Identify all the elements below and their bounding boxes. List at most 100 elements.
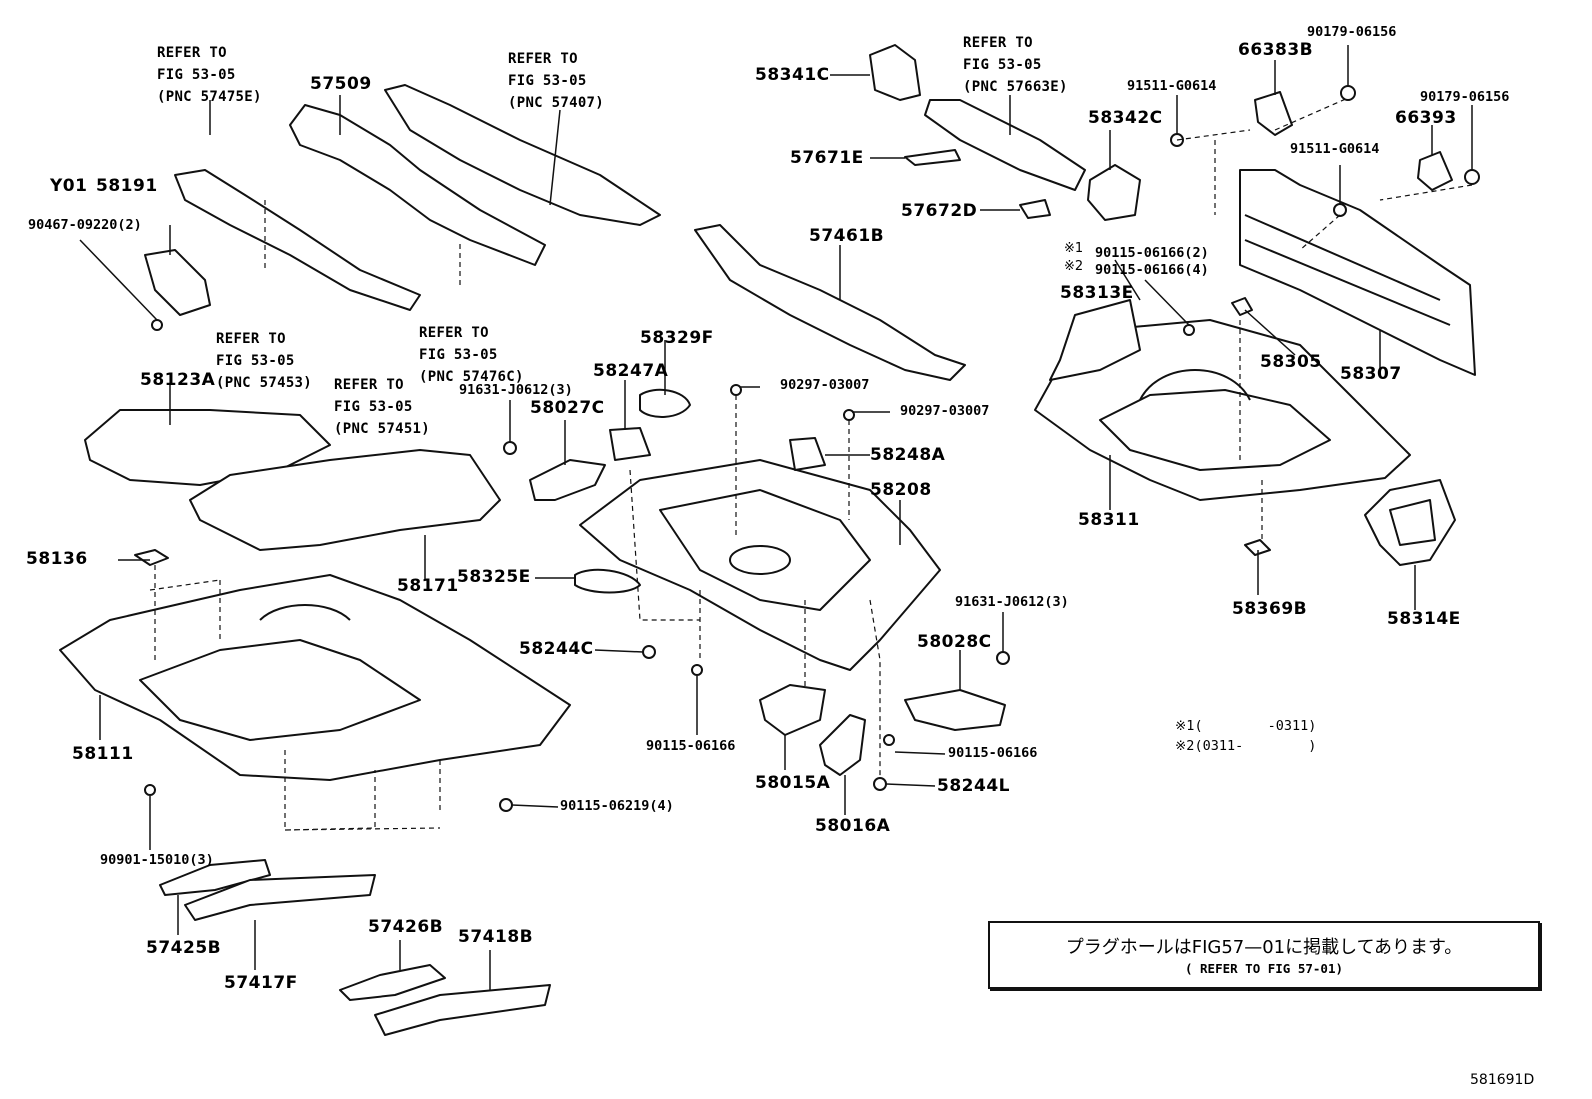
bracket-58016a [819, 714, 866, 776]
part-label-58311: 58311 [1078, 510, 1140, 530]
refer-57476c-line1: REFER TO [419, 325, 489, 341]
refer-57407-line2: FIG 53-05 [508, 73, 587, 89]
bracket-58305 [1231, 297, 1253, 316]
bracket-58191 [144, 249, 211, 316]
refer-57663e: REFER TO FIG 53-05 (PNC 57663E) [963, 32, 1068, 98]
leader-lines [79, 45, 1473, 990]
refer-57451-line2: FIG 53-05 [334, 399, 413, 415]
member-upper-right [924, 99, 1086, 191]
bracket-58342c [1087, 164, 1141, 221]
part-label-90115-4: 90115-06166(4) [1095, 262, 1209, 278]
reinforcement-57425b [159, 859, 271, 896]
bolt-90901 [144, 784, 156, 796]
bolt-91511-b [1333, 203, 1347, 217]
member-58191-long [174, 169, 421, 311]
part-label-58313e: 58313E [1060, 283, 1134, 303]
part-label-90115-2: 90115-06166(2) [1095, 245, 1209, 261]
part-label-58028c: 58028C [917, 632, 992, 652]
clip-58244c [642, 645, 656, 659]
refer-57663e-line2: FIG 53-05 [963, 57, 1042, 73]
rear-panel [1239, 169, 1476, 376]
part-label-58027c: 58027C [530, 398, 605, 418]
part-label-91511-a: 91511-G0614 [1127, 78, 1217, 94]
part-label-57672d: 57672D [901, 201, 978, 221]
part-label-58191: 58191 [96, 176, 158, 196]
grommet-58329f [639, 388, 691, 418]
part-label-57425b: 57425B [146, 938, 222, 958]
refer-57453: REFER TO FIG 53-05 (PNC 57453) [216, 328, 312, 394]
part-label-90297-a: 90297-03007 [780, 377, 870, 393]
part-label-58015a: 58015A [755, 773, 831, 793]
member-57461b [694, 224, 966, 381]
member-58341c [869, 44, 921, 101]
refer-57453-line3: (PNC 57453) [216, 375, 313, 391]
refer-57451-line1: REFER TO [334, 377, 404, 393]
part-label-58329f: 58329F [640, 328, 714, 348]
bolt-90115-center [691, 664, 703, 676]
part-label-58111: 58111 [72, 744, 134, 764]
center-floor-58208 [579, 459, 941, 671]
bolt-90297-a [730, 384, 742, 396]
part-label-y01: Y01 [50, 176, 88, 196]
mount-58247a [609, 427, 651, 461]
plug-hole-note-box: プラグホールはFIG57—01に掲載してあります。 ( REFER TO FIG… [988, 921, 1540, 989]
part-label-90901: 90901-15010(3) [100, 852, 214, 868]
bolt-90467 [151, 319, 163, 331]
part-label-58369b: 58369B [1232, 599, 1308, 619]
part-label-57671e: 57671E [790, 148, 864, 168]
part-label-58208: 58208 [870, 480, 932, 500]
refer-57451: REFER TO FIG 53-05 (PNC 57451) [334, 374, 430, 440]
part-label-58016a: 58016A [815, 816, 891, 836]
refer-57663e-line1: REFER TO [963, 35, 1033, 51]
part-label-58244c: 58244C [519, 639, 594, 659]
front-floor-58123a [84, 409, 331, 486]
bracket-58028c [904, 689, 1006, 731]
part-label-58244l: 58244L [937, 776, 1010, 796]
refer-57407-line3: (PNC 57407) [508, 95, 605, 111]
part-label-91631-a: 91631-J0612(3) [459, 382, 573, 398]
part-label-58136: 58136 [26, 549, 88, 569]
part-label-57509: 57509 [310, 74, 372, 94]
part-label-57426b: 57426B [368, 917, 444, 937]
rocker-57418b [374, 984, 551, 1036]
refer-57407: REFER TO FIG 53-05 (PNC 57407) [508, 48, 604, 114]
front-floor-58111 [59, 574, 571, 781]
refer-57476c-line3: (PNC 57476C) [419, 369, 524, 385]
bracket-58313e [1049, 299, 1141, 381]
refer-57476c: REFER TO FIG 53-05 (PNC 57476C) [419, 322, 524, 388]
plug-hole-note-english: ( REFER TO FIG 57-01) [1184, 961, 1344, 976]
refer-57475e-line1: REFER TO [157, 45, 227, 61]
rocker-57417f [184, 874, 376, 921]
part-label-57417f: 57417F [224, 973, 298, 993]
bolt-90115-top [1183, 324, 1195, 336]
mark-1: ※1 [1064, 241, 1084, 256]
part-label-91631-b: 91631-J0612(3) [955, 594, 1069, 610]
bracket-57672d [1019, 199, 1051, 219]
member-57509 [289, 104, 546, 266]
mount-58248a [789, 437, 826, 471]
part-label-58341c: 58341C [755, 65, 830, 85]
refer-57451-line3: (PNC 57451) [334, 421, 431, 437]
refer-57476c-line2: FIG 53-05 [419, 347, 498, 363]
refer-57407-line1: REFER TO [508, 51, 578, 67]
part-label-66393: 66393 [1395, 108, 1457, 128]
bracket-57671e [904, 149, 961, 166]
part-label-91511-b: 91511-G0614 [1290, 141, 1380, 157]
refer-57475e-line3: (PNC 57475E) [157, 89, 262, 105]
dashed-lines [149, 97, 1473, 831]
tunnel-58171 [189, 449, 501, 551]
bolt-91631-b [996, 651, 1010, 665]
part-label-58247a: 58247A [593, 361, 669, 381]
figure-number: 581691D [1470, 1072, 1535, 1088]
part-label-90115-06219: 90115-06219(4) [560, 798, 674, 814]
rear-floor-panel [1034, 319, 1411, 501]
bracket-58015a [759, 684, 826, 736]
part-label-57461b: 57461B [809, 226, 885, 246]
part-label-90297-b: 90297-03007 [900, 403, 990, 419]
bolt-90115-06219 [499, 798, 513, 812]
refer-57663e-line3: (PNC 57663E) [963, 79, 1068, 95]
clip-66393 [1417, 151, 1453, 191]
part-label-66383b: 66383B [1238, 40, 1314, 60]
part-label-58342c: 58342C [1088, 108, 1163, 128]
pad-58325e [574, 568, 641, 594]
